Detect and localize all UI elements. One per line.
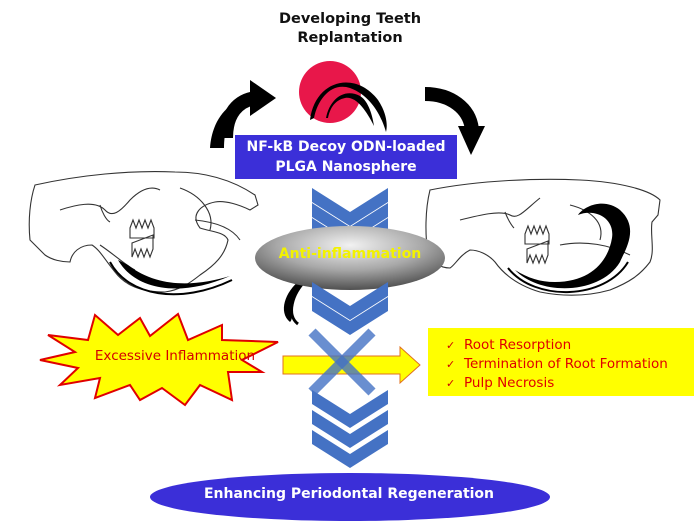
block-x-icon: [308, 328, 376, 396]
curved-arrow-right-icon: [424, 87, 485, 155]
result-ellipse: [150, 473, 550, 521]
title-line-1: Developing Teeth: [278, 11, 422, 27]
diagram-title: Developing Teeth Replantation: [230, 10, 470, 48]
outcome-item: ✓ Pulp Necrosis: [446, 374, 694, 393]
treatment-line-2: PLGA Nanosphere: [275, 159, 417, 175]
outcome-item: ✓ Termination of Root Formation: [446, 355, 694, 374]
outcome-label: Root Resorption: [464, 337, 572, 353]
incisor-left-icon: [109, 260, 233, 296]
treatment-line-1: NF-kB Decoy ODN-loaded: [246, 139, 446, 155]
outcome-list: ✓ Root Resorption ✓ Termination of Root Fo…: [428, 328, 694, 396]
trigger-label: Excessive Inflammation: [94, 348, 256, 364]
check-icon: ✓: [446, 377, 456, 390]
tooth-crescent-inner: [326, 93, 374, 126]
check-icon: ✓: [446, 339, 456, 352]
rat-skull-left-icon: [28, 171, 259, 293]
extracted-incisor-icon: [283, 278, 308, 326]
anti-inflammation-ellipse: [255, 226, 445, 290]
developing-tooth-icon: [299, 61, 387, 132]
title-line-2: Replantation: [297, 30, 403, 46]
result-label: Enhancing Periodontal Regeneration: [203, 486, 495, 502]
chevron-group-bottom: [312, 390, 388, 468]
outcome-label: Termination of Root Formation: [464, 356, 668, 372]
replanted-incisor-right-icon: [507, 203, 631, 294]
tooth-crescent-outer: [310, 82, 387, 132]
curved-arrow-left-icon: [210, 80, 276, 148]
check-icon: ✓: [446, 358, 456, 371]
treatment-box: NF-kB Decoy ODN-loaded PLGA Nanosphere: [235, 135, 457, 179]
tooth-germ-circle: [299, 61, 361, 123]
effect-label: Anti-inflammation: [278, 246, 422, 262]
outcome-item: ✓ Root Resorption: [446, 336, 694, 355]
outcome-label: Pulp Necrosis: [464, 375, 555, 391]
inflammation-burst-shape: [39, 312, 279, 407]
